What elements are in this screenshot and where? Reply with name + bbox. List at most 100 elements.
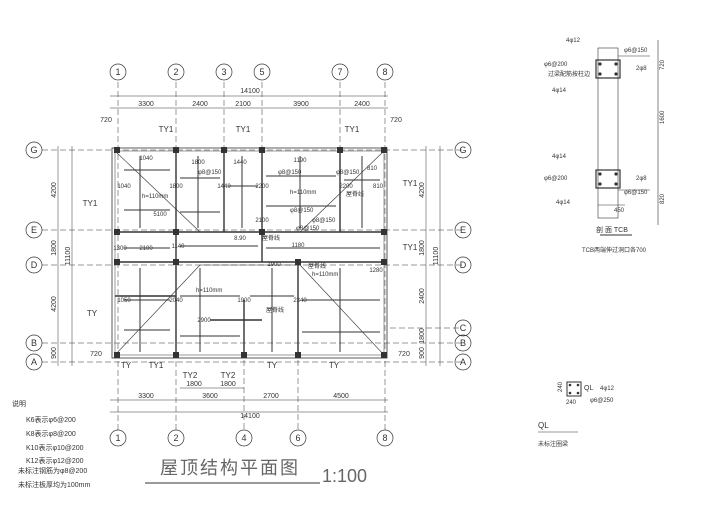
beam-label: TY1 bbox=[83, 199, 98, 208]
tcb-label: 4φ14 bbox=[552, 154, 567, 160]
dim-top: 3300 bbox=[138, 101, 154, 108]
slab-label: φ8@150 bbox=[290, 208, 314, 214]
slab-thickness: h=110mm bbox=[312, 272, 338, 278]
dim-right-total: 11100 bbox=[433, 247, 440, 266]
beam-label: TY1 bbox=[345, 125, 360, 134]
rebar-length: 1140 bbox=[172, 244, 186, 250]
section-ql-bars bbox=[568, 383, 580, 395]
dim-right: 900 bbox=[419, 347, 426, 359]
edge-dim: 720 bbox=[390, 117, 402, 124]
notes: 说明 K6表示φ6@200 K8表示φ8@200 K10表示φ10@200 K1… bbox=[12, 399, 91, 489]
tcb-label: φ6@200 bbox=[544, 62, 568, 68]
axis-bottom-8: 8 bbox=[382, 433, 387, 443]
axis-left-b: B bbox=[31, 338, 37, 348]
rebar-length: 810 bbox=[373, 184, 384, 190]
dim-bottom: 3600 bbox=[202, 393, 218, 400]
tcb-label: 2φ8 bbox=[636, 176, 647, 182]
slab-thickness: h=110mm bbox=[142, 194, 168, 200]
beam-label: TY2 bbox=[183, 371, 198, 380]
tcb-label: 4φ12 bbox=[566, 38, 581, 44]
slab-label: φ8@150 bbox=[312, 218, 336, 224]
vertical-dimension-texts: 4200 1800 4200 900 11100 4200 1800 2400 … bbox=[51, 182, 440, 359]
rebar-length: 2100 bbox=[139, 246, 153, 252]
tcb-label: 4φ14 bbox=[556, 200, 571, 206]
slab-thickness: h=110mm bbox=[196, 288, 222, 294]
notes-heading: 说明 bbox=[12, 399, 26, 408]
rebar-length: 1440 bbox=[217, 184, 231, 190]
axis-labels: 1 2 3 5 7 8 1 2 4 6 8 G E D B A G E D C … bbox=[30, 67, 466, 443]
rebar-length: 1190 bbox=[294, 158, 308, 164]
section-ql-drawing bbox=[538, 381, 582, 433]
axis-left-e: E bbox=[31, 225, 37, 235]
rebar-length: 5100 bbox=[153, 212, 167, 218]
building-outline bbox=[111, 147, 388, 359]
slab-texts: φ8@150 φ8@150 φ8@150 φ8@150 φ8@150 φ8@15… bbox=[142, 170, 364, 314]
section-tcb-texts: 4φ12 φ6@200 φ6@150 2φ8 4φ14 4φ14 φ6@200 … bbox=[544, 38, 666, 214]
dimension-lines bbox=[57, 95, 441, 413]
rebar-length: 1040 bbox=[117, 184, 131, 190]
tcb-label: φ6@150 bbox=[624, 190, 648, 196]
tcb-dim: 450 bbox=[614, 208, 625, 214]
dim-right: 2400 bbox=[419, 288, 426, 304]
dimension-texts: 14100 3300 2400 2100 3900 2400 3300 3600… bbox=[90, 88, 410, 420]
rebar-length: 1280 bbox=[369, 268, 383, 274]
rebar-length: 1440 bbox=[233, 160, 247, 166]
rebar-length: 2340 bbox=[293, 298, 307, 304]
tcb-dim: 1600 bbox=[660, 110, 666, 124]
beam-label: TY1 bbox=[149, 361, 164, 370]
rebar-length: 1040 bbox=[139, 156, 153, 162]
slab-thickness: h=110mm bbox=[290, 190, 316, 196]
ql-dim: 240 bbox=[558, 381, 564, 392]
axis-top-8: 8 bbox=[382, 67, 387, 77]
axis-bottom-1: 1 bbox=[115, 433, 120, 443]
axis-left-d: D bbox=[31, 260, 38, 270]
dim-top: 3900 bbox=[293, 101, 309, 108]
axis-top-5: 5 bbox=[259, 67, 264, 77]
tcb-label: φ6@150 bbox=[624, 48, 648, 54]
axis-bottom-2: 2 bbox=[173, 433, 178, 443]
rebar-length: 2200 bbox=[255, 184, 269, 190]
dim-bottom-total: 14100 bbox=[240, 413, 260, 420]
slab-label: φ8@150 bbox=[296, 226, 320, 232]
rebar-length: 1300 bbox=[113, 246, 127, 252]
drawing-scale: 1:100 bbox=[322, 466, 367, 486]
ql-label: QL bbox=[584, 385, 593, 392]
tcb-subtitle: TCB两端伸过洞口各700 bbox=[582, 246, 647, 254]
rebar-length: 1800 bbox=[191, 160, 205, 166]
ridge-label: 屋脊线 bbox=[266, 306, 284, 314]
building-outline-inner bbox=[114, 150, 385, 356]
section-tcb-bars bbox=[598, 62, 618, 186]
tcb-note: 过梁配筋按柱边 bbox=[548, 70, 590, 78]
rebar-length: 2200 bbox=[339, 184, 353, 190]
rebar-length: 2900 bbox=[197, 318, 211, 324]
beam-label: TY2 bbox=[221, 371, 236, 380]
dim-bottom: 3300 bbox=[138, 393, 154, 400]
ql-label: φ6@250 bbox=[590, 398, 614, 404]
tcb-dim: 820 bbox=[660, 193, 666, 204]
note-line: K8表示φ8@200 bbox=[26, 429, 76, 438]
dim-bottom-small: 1800 bbox=[186, 381, 202, 388]
slab-label: φ8@150 bbox=[336, 170, 360, 176]
dim-top: 2400 bbox=[354, 101, 370, 108]
beam-label: TY bbox=[87, 309, 98, 318]
rebar-length-texts: 1040 1800 1440 2200 1190 810 1040 1800 1… bbox=[113, 156, 383, 324]
grid-horizontal bbox=[42, 149, 462, 363]
ql-dim: 240 bbox=[566, 400, 577, 406]
slab-label: φ8@150 bbox=[198, 170, 222, 176]
dim-bottom: 4500 bbox=[333, 393, 349, 400]
axis-bottom-4: 4 bbox=[241, 433, 246, 443]
ql-label: 4φ12 bbox=[600, 386, 615, 392]
dim-left: 900 bbox=[51, 347, 58, 359]
tcb-label: 2φ8 bbox=[636, 66, 647, 72]
axis-left-a: A bbox=[31, 357, 37, 367]
grid-vertical bbox=[117, 82, 386, 430]
beam-labels: TY1 TY1 TY1 TY1 TY1 TY TY1 TY TY1 TY2 TY… bbox=[83, 125, 418, 380]
section-ql-texts: QL 4φ12 φ6@250 240 240 QL 未标注圈梁 bbox=[538, 381, 615, 448]
drawing-title: 屋顶结构平面图 bbox=[160, 458, 300, 479]
dim-top: 2400 bbox=[192, 101, 208, 108]
ridge-lines bbox=[114, 150, 385, 356]
ql-title: QL bbox=[538, 421, 549, 430]
note-line: 未标注板厚均为100mm bbox=[18, 480, 91, 489]
beams bbox=[115, 151, 384, 355]
